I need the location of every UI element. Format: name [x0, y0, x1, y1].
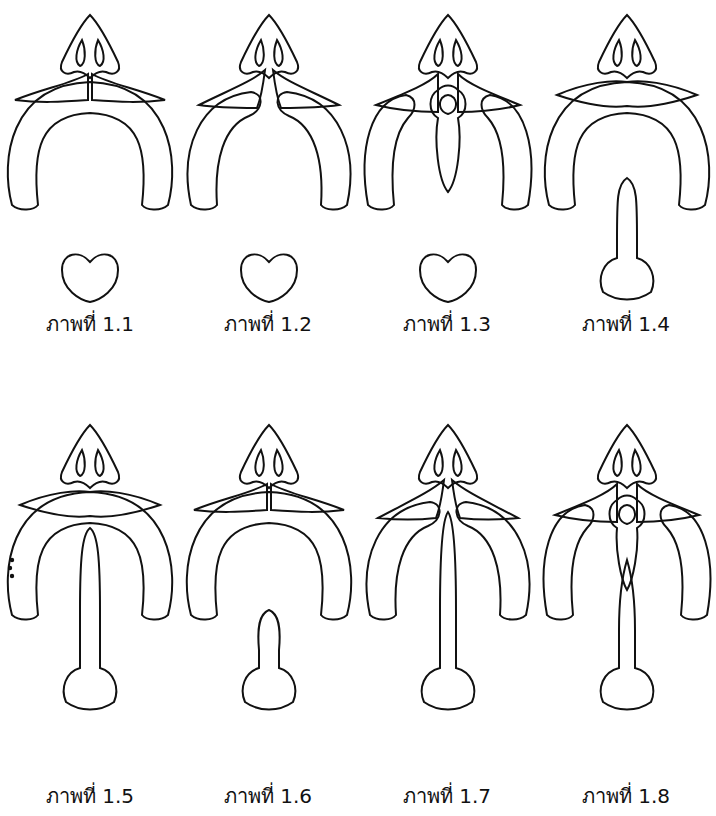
figure-caption: ภาพที่ 1.6 — [224, 780, 312, 812]
figure-caption: ภาพที่ 1.1 — [46, 308, 134, 340]
figure-caption: ภาพที่ 1.5 — [46, 780, 134, 812]
figure-caption: ภาพที่ 1.8 — [582, 780, 670, 812]
figure-caption: ภาพที่ 1.3 — [403, 308, 491, 340]
figure-caption: ภาพที่ 1.2 — [224, 308, 312, 340]
figure-caption: ภาพที่ 1.4 — [582, 308, 670, 340]
figure-caption: ภาพที่ 1.7 — [403, 780, 491, 812]
